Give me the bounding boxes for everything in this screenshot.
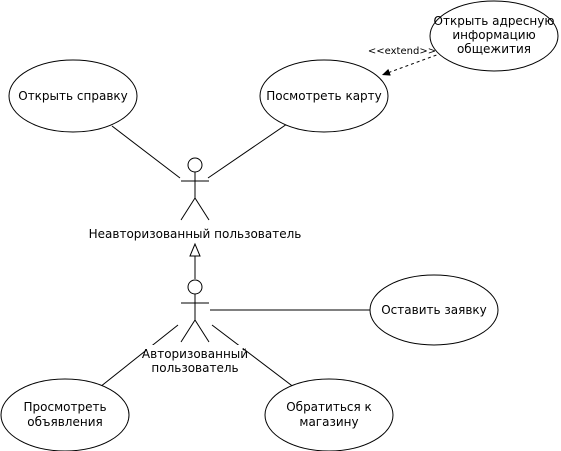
actor-guest-label: Неавторизованный пользователь (89, 227, 302, 241)
generalization-arrowhead (189, 242, 201, 257)
svg-text:объявления: объявления (27, 415, 102, 429)
use-case-leave-request: Оставить заявку (369, 274, 499, 346)
assoc-user-view-ads (99, 324, 179, 388)
extend-label: <<extend>> (368, 46, 436, 57)
svg-text:Открыть адресную: Открыть адресную (434, 14, 555, 28)
svg-text:информацию: информацию (452, 28, 535, 42)
svg-text:общежития: общежития (457, 42, 531, 56)
use-case-view-ads: Просмотреть объявления (0, 378, 130, 451)
svg-text:Открыть справку: Открыть справку (18, 89, 128, 103)
svg-text:Авторизованный: Авторизованный (142, 347, 248, 361)
extend-arrow (381, 52, 443, 76)
svg-text:пользователь: пользователь (151, 361, 238, 375)
svg-text:Оставить заявку: Оставить заявку (381, 303, 487, 317)
actor-user-icon (180, 279, 210, 343)
assoc-user-contact-shop (211, 324, 296, 389)
assoc-guest-open-help (111, 125, 181, 179)
actor-guest-icon (180, 157, 210, 221)
actor-user-label: Авторизованный пользователь (142, 345, 248, 375)
svg-text:Посмотреть карту: Посмотреть карту (266, 89, 382, 103)
svg-text:Обратиться к: Обратиться к (286, 400, 372, 414)
assoc-guest-view-map (207, 123, 288, 179)
use-case-open-address: Открыть адресную информацию общежития (429, 0, 559, 72)
use-case-contact-shop: Обратиться к магазину (264, 378, 394, 451)
use-case-view-map: Посмотреть карту (259, 59, 389, 133)
use-case-open-help: Открыть справку (8, 59, 138, 133)
svg-text:магазину: магазину (299, 415, 358, 429)
svg-text:Просмотреть: Просмотреть (23, 400, 106, 414)
